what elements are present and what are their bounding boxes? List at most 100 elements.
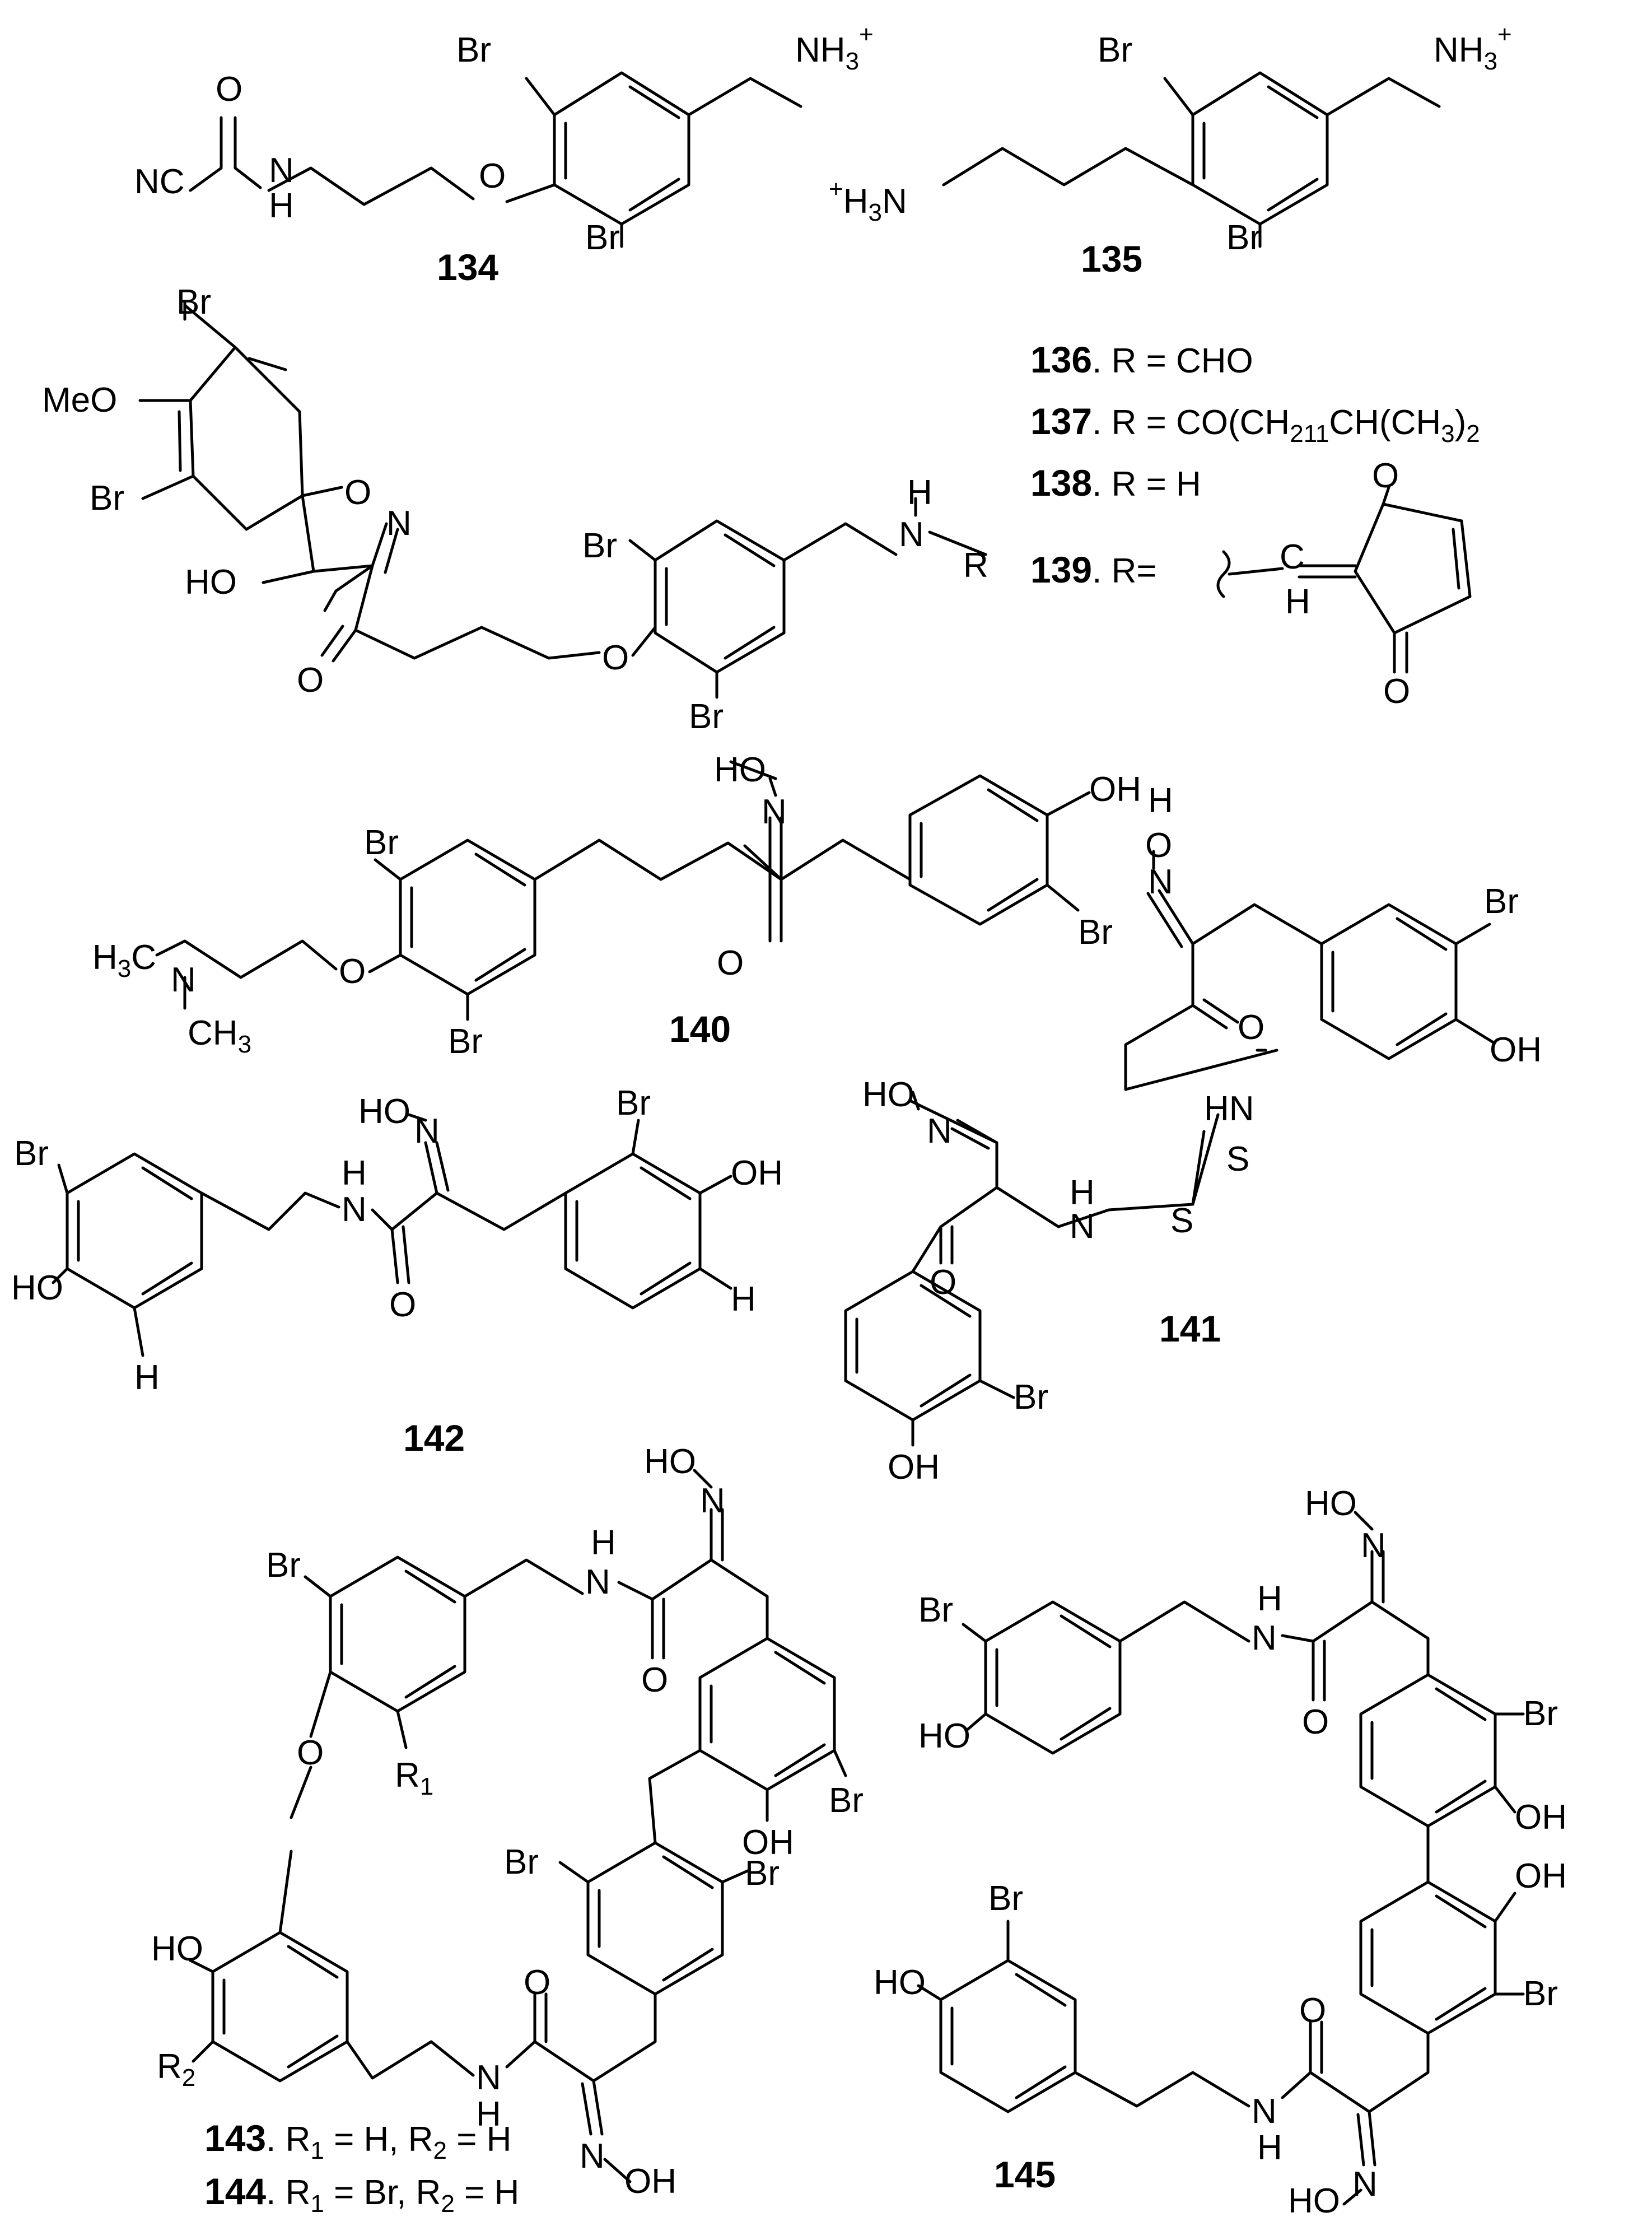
structure-140: Br Br O N H3C CH3 O N HO OH Br 140	[92, 751, 1141, 1061]
hydrogen-label: H	[907, 473, 932, 512]
oxygen-label: O	[524, 1963, 550, 2002]
compound-number: 134	[437, 246, 498, 288]
nitrogen-label: N	[476, 2058, 501, 2097]
hydroxyl-label: HO	[874, 1963, 926, 2002]
nitrogen-label: N	[1070, 1207, 1095, 1246]
bromine-label: Br	[616, 1084, 651, 1123]
compound-caption: 138. R = H	[1030, 462, 1201, 504]
compound-caption: 137. R = CO(CH211CH(CH3)2	[1030, 400, 1480, 448]
hn-label: HN	[1204, 1089, 1254, 1128]
hydroxyl-label: OH	[624, 2162, 676, 2201]
hydrogen-label: H	[476, 2095, 501, 2134]
structure-143-144: Br R1 O N H O N HO Br OH Br Br O N OH N …	[151, 1442, 864, 2217]
bromine-label: Br	[745, 1854, 780, 1893]
compound-number: 135	[1081, 238, 1142, 280]
bromine-label: Br	[1078, 913, 1113, 952]
hydrogen-label: H	[269, 187, 294, 225]
ammonium-label: +H3N	[829, 175, 907, 226]
compound-number: 145	[994, 2154, 1056, 2195]
oxygen-label: O	[1238, 1008, 1264, 1047]
hydroxyl-label: HO	[11, 1269, 63, 1307]
methoxy-label: MeO	[42, 381, 117, 420]
nitrogen-label: N	[1148, 863, 1173, 901]
nitrogen-label: N	[700, 1482, 725, 1520]
nitrogen-label: N	[1361, 1526, 1386, 1565]
nitrogen-label: N	[927, 1112, 952, 1151]
bromine-label: Br	[266, 1546, 301, 1585]
nitrogen-label: N	[386, 504, 412, 543]
bromine-label: Br	[689, 697, 724, 736]
hydroxyl-label: HO	[151, 1930, 203, 1968]
oxygen-label: O	[1299, 1991, 1326, 2030]
hydroxyl-label: HO	[862, 1075, 914, 1114]
nitrogen-label: N	[580, 2137, 605, 2176]
hydroxyl-label: HO	[1305, 1484, 1357, 1523]
oxygen-label: O	[1372, 457, 1399, 495]
r2-label: R2	[157, 2047, 195, 2092]
hydroxyl-label: OH	[1490, 1031, 1542, 1069]
hydroxyl-label: HO	[644, 1442, 696, 1481]
carbon-label: C	[1280, 538, 1305, 576]
nitrogen-label: N	[762, 793, 787, 831]
oxygen-label: O	[479, 157, 506, 195]
bromine-label: Br	[504, 1843, 539, 1881]
compound-caption: 136. R = CHO	[1030, 339, 1253, 380]
bromine-label: Br	[582, 527, 617, 565]
bromine-label: Br	[1098, 31, 1132, 69]
hydroxyl-label: HO	[358, 1092, 410, 1131]
bromine-label: Br	[585, 218, 620, 257]
hydroxyl-label: OH	[888, 1448, 940, 1487]
hydrogen-label: H	[134, 1358, 160, 1397]
structure-142: Br OH H N HO O N H Br HO H 142	[11, 1084, 783, 1459]
hydrogen-label: H	[1257, 1580, 1282, 1618]
wavy-attachment	[1216, 550, 1231, 598]
bromine-label: Br	[1226, 218, 1261, 257]
bromine-label: Br	[918, 1591, 953, 1629]
bromine-label: Br	[829, 1781, 864, 1820]
hydroxyl-label: HO	[185, 563, 237, 602]
hydroxyl-label: HO	[714, 751, 766, 789]
hydrogen-label: H	[731, 1280, 756, 1319]
bromine-label: Br	[1014, 1378, 1048, 1417]
bromine-label: Br	[1484, 882, 1519, 921]
bromine-label: Br	[456, 31, 491, 69]
structure-135: Br Br NH3+ +H3N 135	[829, 21, 1512, 280]
hydrogen-label: H	[591, 1524, 616, 1562]
bromine-label: Br	[364, 823, 399, 862]
oxygen-label: O	[344, 473, 371, 512]
structure-136-139: Br MeO Br O N HO O O Br Br N H R 136. R …	[42, 283, 1480, 736]
structure-134: Br Br NH3+ O N H O NC 134	[134, 21, 874, 288]
oxygen-label: O	[389, 1286, 416, 1324]
nitrile-label: NC	[134, 162, 185, 201]
bromine-label: Br	[14, 1134, 49, 1173]
r1-label: R1	[395, 1756, 433, 1800]
hydrogen-label: H	[1070, 1173, 1095, 1212]
hydroxyl-hydrogen-label: H	[1148, 781, 1173, 820]
structure-145: Br HO N H O N HO Br OH OH Br O N HO N H …	[874, 1484, 1567, 2217]
hydrogen-label: H	[1257, 2128, 1282, 2167]
bromine-label: Br	[90, 479, 124, 518]
bromine-label: Br	[1523, 1694, 1558, 1733]
nitrogen-label: N	[1252, 2092, 1277, 2131]
methyl-label: CH3	[188, 1014, 251, 1058]
nitrogen-label: N	[269, 151, 294, 190]
hydroxyl-label: OH	[731, 1154, 783, 1193]
r-group-label: R	[963, 546, 988, 585]
structure-141: Br OH N O H O HN S S N H O N HO Br OH 14…	[844, 781, 1542, 1487]
compound-number: 141	[1159, 1308, 1221, 1349]
oxygen-label: O	[1383, 672, 1410, 711]
oxygen-label: O	[602, 639, 629, 677]
oxygen-label: O	[339, 952, 366, 991]
oxygen-label: O	[717, 944, 744, 982]
compound-number: 140	[669, 1008, 731, 1050]
compound-number: 142	[403, 1417, 465, 1459]
oxygen-label: O	[216, 70, 242, 109]
hydroxyl-label: OH	[742, 1823, 794, 1862]
hydroxyl-label: OH	[1089, 770, 1141, 809]
methyl-label: H3C	[92, 938, 156, 982]
bromine-label: Br	[1523, 1974, 1558, 2013]
nitrogen-label: N	[414, 1112, 440, 1151]
oxygen-label: O	[297, 661, 324, 700]
nitrogen-label: N	[1252, 1619, 1277, 1657]
hydroxyl-label: OH	[1515, 1857, 1567, 1895]
